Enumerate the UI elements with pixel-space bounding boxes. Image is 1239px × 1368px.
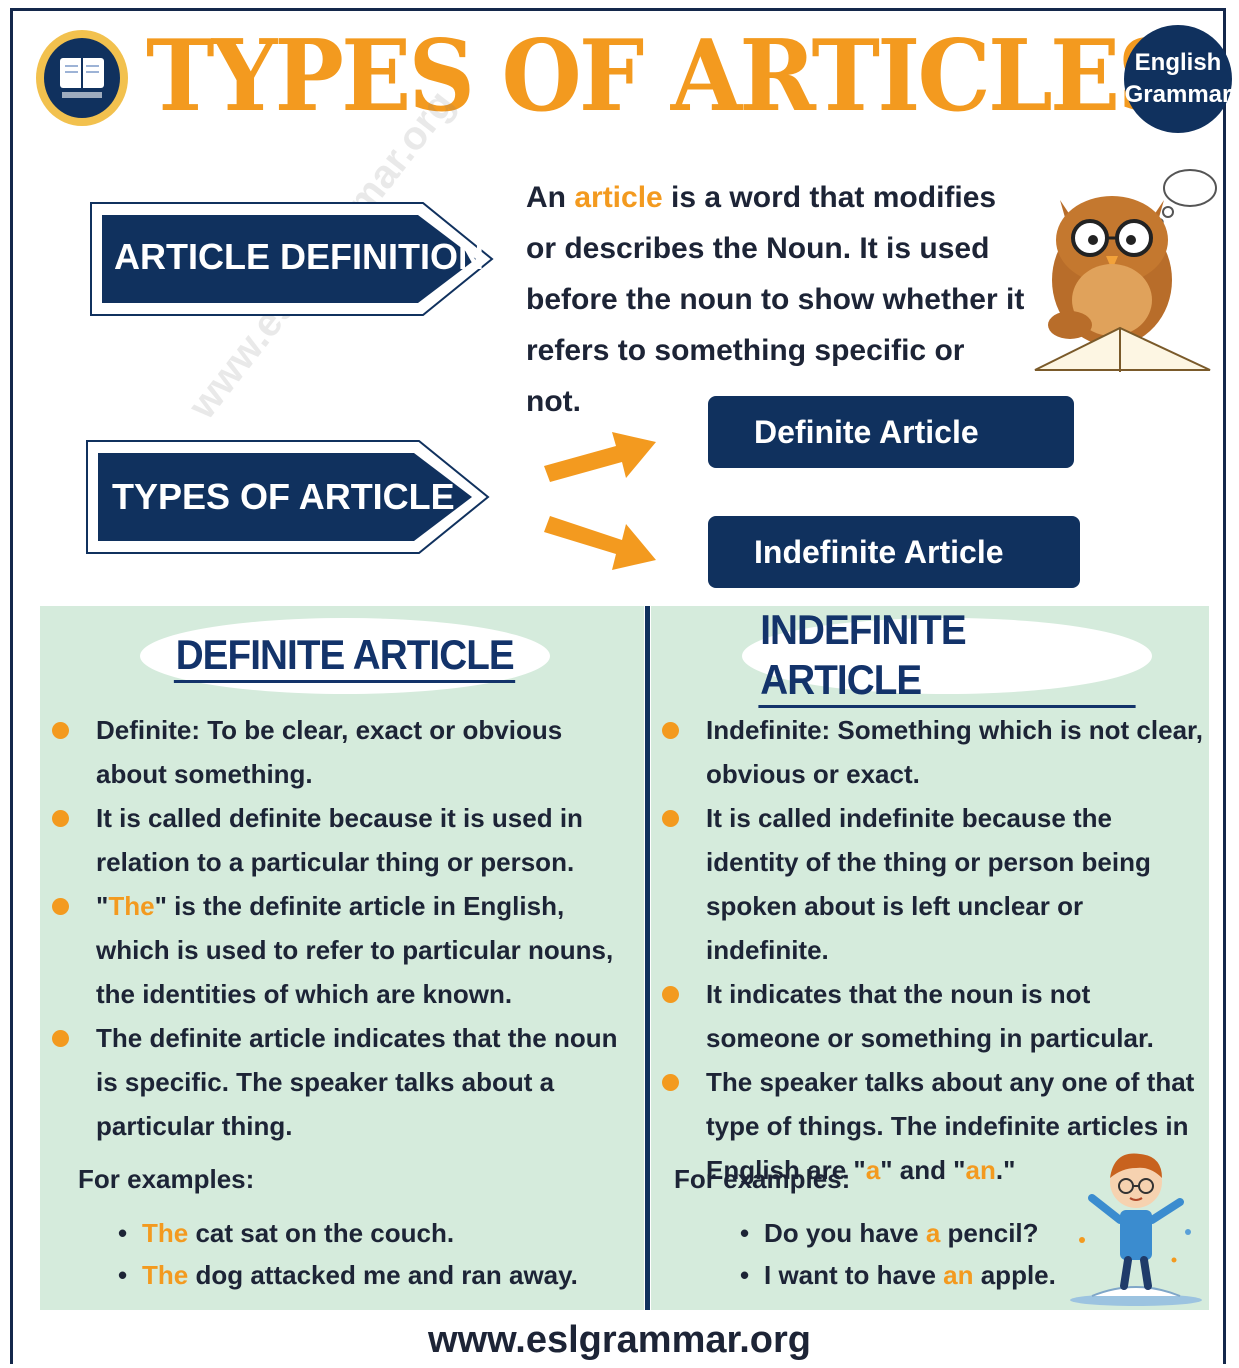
arrow-up-right-icon — [540, 420, 660, 490]
definite-examples-label: For examples: — [78, 1164, 255, 1194]
definition-post: is a word that modifies or describes the… — [526, 181, 1025, 418]
boy-reading-icon — [1062, 1140, 1210, 1308]
bullet-dot-icon — [662, 810, 679, 827]
definite-heading-oval: DEFINITE ARTICLE — [140, 618, 550, 694]
footer-url: www.eslgrammar.org — [428, 1319, 811, 1361]
definition-pre: An — [526, 181, 575, 214]
article-definition-text: ARTICLE DEFINITION — [114, 236, 484, 277]
bullet-dot-icon — [662, 986, 679, 1003]
indefinite-bullet-list: Indefinite: Something which is not clear… — [662, 708, 1207, 1192]
bullet-dot-icon — [52, 810, 69, 827]
indefinite-examples-label: For examples: — [674, 1164, 851, 1194]
article-definition-text-block: An article is a word that modifies or de… — [526, 172, 1026, 427]
list-item: "The" is the definite article in English… — [52, 884, 637, 1016]
list-item: The speaker talks about any one of that … — [662, 1060, 1207, 1192]
list-item: It indicates that the noun is not someon… — [662, 972, 1207, 1060]
definite-examples-list: The cat sat on the couch. The dog attack… — [118, 1212, 578, 1296]
list-item: Do you have a pencil? — [740, 1212, 1056, 1254]
arrow-down-right-icon — [540, 510, 660, 580]
english-grammar-badge: English Grammar — [1124, 25, 1232, 133]
types-of-article-label: TYPES OF ARTICLE — [84, 436, 492, 558]
indefinite-heading-oval: INDEFINITE ARTICLE — [742, 606, 1152, 708]
owl-reading-icon — [1030, 160, 1225, 380]
indefinite-heading: INDEFINITE ARTICLE — [758, 605, 1136, 708]
list-item: It is called definite because it is used… — [52, 796, 637, 884]
indefinite-article-pill: Indefinite Article — [708, 516, 1080, 588]
indefinite-examples-list: Do you have a pencil? I want to have an … — [740, 1212, 1056, 1296]
panel-divider — [645, 606, 650, 1310]
definite-heading: DEFINITE ARTICLE — [174, 630, 516, 683]
bullet-dot-icon — [52, 722, 69, 739]
list-item: Definite: To be clear, exact or obvious … — [52, 708, 637, 796]
article-definition-label: ARTICLE DEFINITION — [88, 198, 496, 320]
page-title: TYPES OF ARTICLES — [146, 19, 1184, 134]
page-frame — [10, 8, 1226, 1364]
book-logo-icon — [32, 28, 132, 128]
list-item: The dog attacked me and ran away. — [118, 1254, 578, 1296]
types-of-article-text: TYPES OF ARTICLE — [112, 476, 455, 517]
definite-bullet-list: Definite: To be clear, exact or obvious … — [52, 708, 637, 1148]
bullet-dot-icon — [52, 1030, 69, 1047]
badge-line-1: English — [1134, 49, 1222, 76]
definite-panel — [40, 606, 644, 1310]
badge-line-2: Grammar — [1124, 81, 1232, 108]
list-item: The cat sat on the couch. — [118, 1212, 578, 1254]
article-highlight: article — [574, 181, 663, 214]
list-item: The definite article indicates that the … — [52, 1016, 637, 1148]
bullet-dot-icon — [52, 898, 69, 915]
list-item: Indefinite: Something which is not clear… — [662, 708, 1207, 796]
list-item: It is called indefinite because the iden… — [662, 796, 1207, 972]
bullet-dot-icon — [662, 1074, 679, 1091]
definite-article-pill: Definite Article — [708, 396, 1074, 468]
bullet-dot-icon — [662, 722, 679, 739]
list-item: I want to have an apple. — [740, 1254, 1056, 1296]
